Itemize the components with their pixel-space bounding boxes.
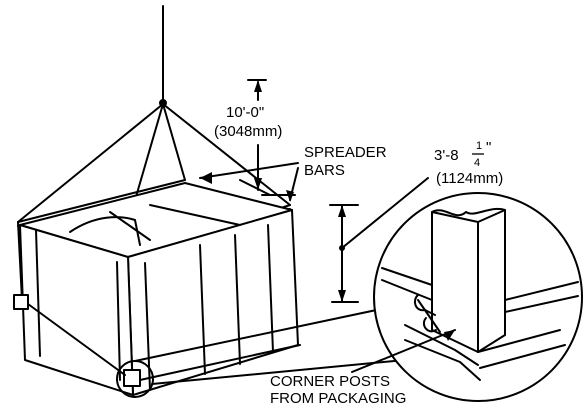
base-rails <box>13 294 301 387</box>
width-dimension-fraction-denominator: 4 <box>474 157 480 169</box>
height-dimension-metric-label: (3048mm) <box>214 123 282 140</box>
spreader-bars-label-line1: SPREADER <box>304 144 387 161</box>
width-dimension-inch-mark: " <box>486 139 491 156</box>
unit-cabinet <box>17 182 299 396</box>
corner-posts-label-line1: CORNER POSTS <box>270 373 390 390</box>
corner-posts-label-line2: FROM PACKAGING <box>270 390 406 407</box>
width-dimension-metric-label: (1124mm) <box>436 170 503 187</box>
width-dimension-fraction-numerator: 1 <box>476 140 482 152</box>
corner-post-detail <box>381 207 579 381</box>
width-dimension-label: 3'-8 <box>434 147 459 164</box>
width-dimension-line <box>329 177 429 303</box>
spreader-bars-label-line2: BARS <box>304 162 345 179</box>
height-dimension-label: 10'-0" <box>226 104 264 121</box>
